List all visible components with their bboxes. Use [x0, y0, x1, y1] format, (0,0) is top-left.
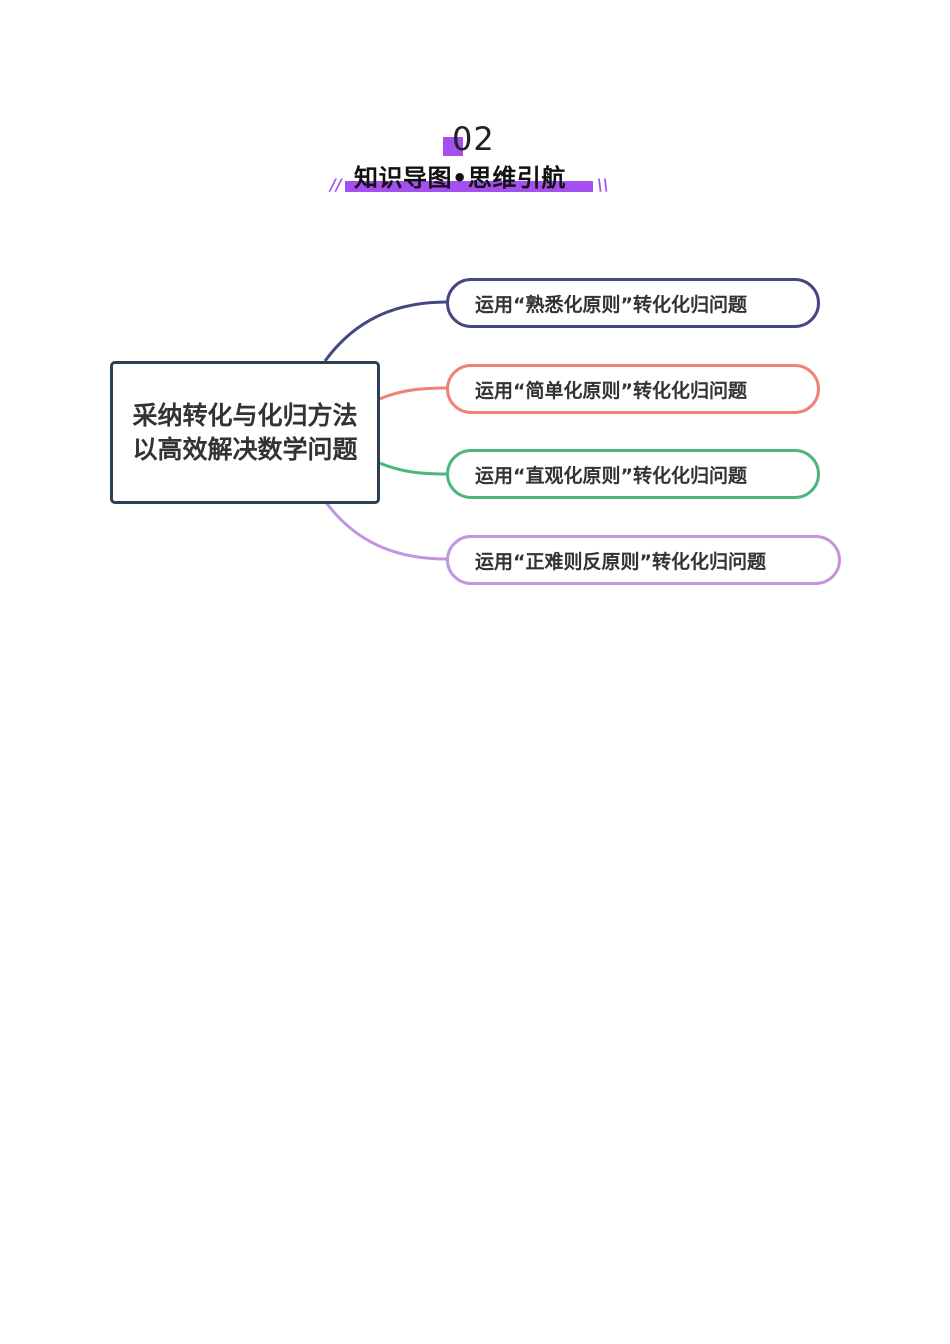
connector-branch-4	[323, 500, 448, 561]
mindmap-branch-node-1[interactable]: 运用“熟悉化原则”转化化归问题	[446, 278, 820, 328]
mindmap-branch-node-3[interactable]: 运用“直观化原则”转化化归问题	[446, 449, 820, 499]
branch-node-label: 运用“正难则反原则”转化化归问题	[475, 550, 766, 573]
section-title: 知识导图•思维引航	[354, 164, 566, 192]
connector-branch-2	[376, 386, 448, 402]
decor-slash-left-icon: //	[330, 175, 342, 194]
connector-branch-1	[323, 300, 448, 362]
mindmap-root-node[interactable]: 采纳转化与化归方法以高效解决数学问题	[110, 361, 380, 504]
mindmap-branch-node-4[interactable]: 运用“正难则反原则”转化化归问题	[446, 535, 841, 585]
section-header: 02 // 知识导图•思维引航 \\	[0, 0, 950, 210]
branch-node-label: 运用“简单化原则”转化化归问题	[475, 379, 747, 402]
connector-branch-3	[376, 460, 448, 476]
section-number: 02	[452, 120, 495, 158]
number-accent-block	[443, 137, 463, 156]
title-underline-bar	[345, 181, 593, 192]
mindmap-connectors	[323, 300, 448, 561]
root-node-label: 采纳转化与化归方法以高效解决数学问题	[132, 400, 358, 464]
mindmap-branch-node-2[interactable]: 运用“简单化原则”转化化归问题	[446, 364, 820, 414]
branch-node-label: 运用“熟悉化原则”转化化归问题	[475, 293, 747, 316]
decor-slash-right-icon: \\	[597, 175, 609, 194]
branch-node-label: 运用“直观化原则”转化化归问题	[475, 464, 747, 487]
